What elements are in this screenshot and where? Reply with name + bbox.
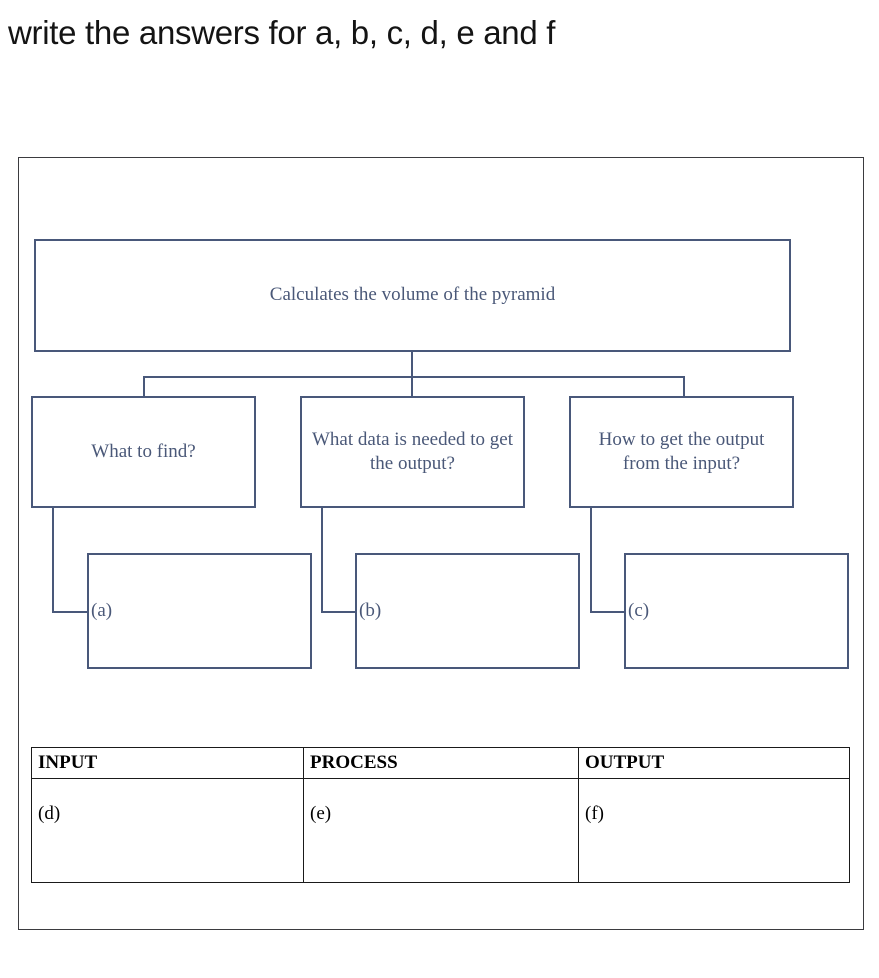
connector-b-horizontal bbox=[321, 611, 357, 613]
root-problem-box: Calculates the volume of the pyramid bbox=[34, 239, 791, 352]
input-process-output-table: INPUT PROCESS OUTPUT (d) (e) (f) bbox=[31, 747, 850, 883]
connector-c-vertical bbox=[590, 508, 592, 613]
answer-box-b[interactable]: (b) bbox=[355, 553, 580, 669]
connector-a-vertical bbox=[52, 508, 54, 613]
answer-box-c-label: (c) bbox=[628, 600, 650, 621]
table-row: (d) (e) (f) bbox=[31, 778, 850, 883]
table-header-process: PROCESS bbox=[303, 747, 579, 779]
page-title: write the answers for a, b, c, d, e and … bbox=[8, 14, 556, 51]
connector-c-horizontal bbox=[590, 611, 626, 613]
table-cell-d[interactable]: (d) bbox=[31, 778, 304, 883]
answer-box-a-label: (a) bbox=[91, 600, 113, 621]
root-problem-label: Calculates the volume of the pyramid bbox=[269, 284, 556, 306]
table-cell-e[interactable]: (e) bbox=[303, 778, 579, 883]
connector-b-vertical bbox=[321, 508, 323, 613]
question-box-label: How to get the output from the input? bbox=[598, 428, 765, 474]
worksheet-frame: Calculates the volume of the pyramid Wha… bbox=[18, 157, 864, 930]
connector-drop-right bbox=[683, 376, 685, 396]
answer-box-b-label: (b) bbox=[359, 600, 382, 621]
question-box-what-to-find: What to find? bbox=[31, 396, 256, 508]
question-box-what-data-needed: What data is needed to get the output? bbox=[300, 396, 525, 508]
answer-box-c[interactable]: (c) bbox=[624, 553, 849, 669]
question-box-how-to-get-output: How to get the output from the input? bbox=[569, 396, 794, 508]
connector-root-stem bbox=[411, 352, 413, 376]
answer-box-a[interactable]: (a) bbox=[87, 553, 312, 669]
connector-horizontal-bus bbox=[143, 376, 685, 378]
connector-drop-left bbox=[143, 376, 145, 396]
connector-drop-middle bbox=[411, 376, 413, 396]
table-header-output: OUTPUT bbox=[578, 747, 850, 779]
table-header-input: INPUT bbox=[31, 747, 304, 779]
table-cell-f[interactable]: (f) bbox=[578, 778, 850, 883]
connector-a-horizontal bbox=[52, 611, 89, 613]
table-header-row: INPUT PROCESS OUTPUT bbox=[31, 747, 850, 779]
question-box-label: What data is needed to get the output? bbox=[311, 428, 513, 474]
question-box-label: What to find? bbox=[91, 440, 196, 462]
